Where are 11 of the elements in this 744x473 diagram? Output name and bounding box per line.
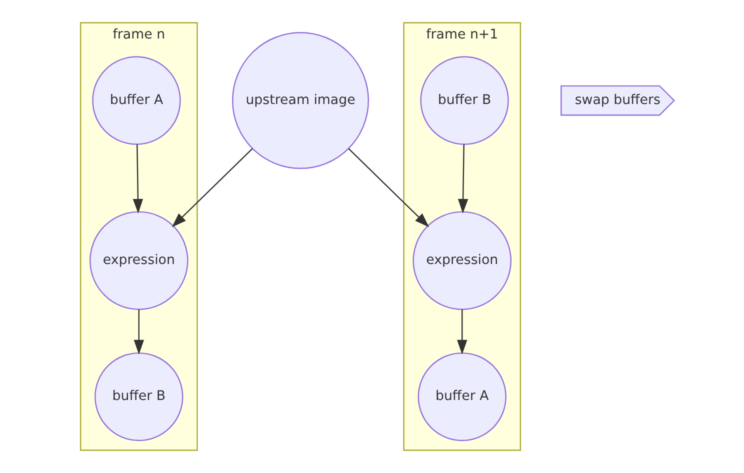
node-circle: buffer A	[417, 352, 506, 442]
node-circle: upstream image	[232, 32, 369, 169]
arrow	[456, 309, 467, 354]
arrow	[171, 148, 252, 228]
node-circle: buffer B	[94, 352, 183, 442]
node-circle: buffer B	[420, 56, 508, 145]
arrow	[457, 144, 468, 214]
arrow	[132, 144, 143, 214]
arrow	[348, 148, 429, 228]
node-circle: buffer A	[92, 56, 180, 145]
arrow	[133, 309, 144, 354]
